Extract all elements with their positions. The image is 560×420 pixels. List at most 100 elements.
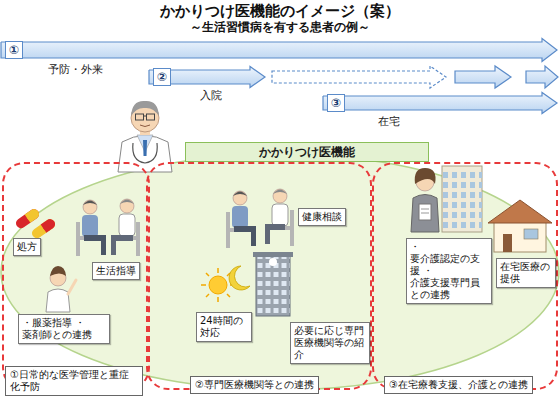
consultation-figures [76, 199, 140, 256]
sun-moon-icon-part-part [227, 294, 230, 297]
sun-moon-icon-part [229, 266, 250, 290]
future-arrows-part [272, 66, 446, 88]
counseling-figures-part [273, 189, 287, 203]
consultation-figures-part [120, 199, 134, 213]
box-text: 必要に応じ専門医療機関等の紹介 [294, 325, 366, 361]
arrow-outline [1, 39, 557, 62]
pills-icon [14, 207, 57, 240]
consultation-figures-part [101, 238, 106, 255]
sun-moon-icon [201, 266, 250, 302]
house-icon-part [494, 222, 546, 252]
arrow-shape [0, 38, 558, 62]
doctor-figure-part [118, 136, 172, 173]
dashed-region: ①日常的な医学管理と重症化予防処方生活指導・服薬指導 ・薬剤師との連携 [2, 162, 150, 390]
sun-moon-icon-part-part [217, 297, 219, 302]
region-label: ①日常的な医学管理と重症化予防 [5, 366, 143, 396]
function-box: 必要に応じ専門医療機関等の紹介 [290, 322, 370, 364]
function-box: 24時間の対応 [196, 312, 252, 342]
diagram-subtitle: ～生活習慣病を有する患者の例～ [0, 20, 560, 35]
arrow-outline [323, 93, 557, 114]
care-manager-figure-part [411, 195, 439, 233]
pills-icon-part-part [41, 217, 57, 233]
care-manager-figure-part [421, 213, 429, 214]
counseling-figures-part [265, 227, 270, 244]
counseling-figures-part [232, 206, 248, 228]
sun-moon-icon-part-part [217, 268, 219, 273]
future-arrows-part [526, 66, 558, 88]
counseling-figures-part [233, 192, 247, 197]
future-arrows-part [455, 66, 511, 88]
counseling-figures [226, 189, 294, 248]
pills-icon-part [14, 207, 41, 230]
care-facility-building [442, 166, 482, 232]
future-arrows [272, 66, 558, 88]
care-manager-figure-part [419, 204, 431, 220]
background-ellipse-part [1, 154, 559, 390]
pharmacist-figure-part [46, 289, 70, 312]
doctor-figure-part [140, 125, 150, 127]
function-box: ・服薬指導 ・薬剤師との連携 [18, 314, 110, 344]
counseling-figures-part [273, 190, 287, 195]
phase-number: ① [5, 41, 23, 59]
house-icon-part [488, 200, 552, 223]
region-label: ③在宅療養支援、介護との連携 [384, 376, 533, 394]
hospital-building-part [256, 256, 290, 316]
function-box: 健康相談 [298, 208, 346, 226]
counseling-figures-part [272, 204, 288, 226]
consultation-figures-part [119, 214, 135, 236]
phase-arrow: ③在宅 [322, 92, 558, 114]
region-label: ②専門医療機関等との連携 [190, 376, 319, 394]
pills-icon-part-part [30, 217, 57, 240]
function-box: ・要介護認定の支援 ・介護支援専門員との連携 [406, 238, 492, 304]
care-manager-figure-part [415, 168, 436, 184]
hospital-building-part [269, 258, 277, 266]
care-manager-figure-part [421, 209, 429, 210]
box-text: 生活指導 [96, 265, 136, 277]
doctor-figure-part [133, 143, 158, 163]
counseling-figures-part [251, 229, 256, 246]
diagram-title: かかりつけ医機能のイメージ（案） [0, 2, 560, 20]
hospital-building-part [253, 252, 293, 257]
phase-number: ② [153, 68, 171, 86]
phase-label: 予防・外来 [48, 63, 103, 76]
consultation-figures-part [83, 200, 97, 214]
pharmacist-figure-part [68, 280, 76, 294]
box-text: 処方 [17, 241, 37, 253]
pharmacist-figure [46, 266, 76, 312]
doctor-figure-part [143, 140, 147, 156]
phase-label: 在宅 [378, 115, 400, 128]
house-icon-part [524, 229, 538, 239]
function-banner: かかりつけ医機能 [185, 142, 429, 162]
arrow-shape [322, 92, 558, 114]
house-icon-part [503, 234, 512, 252]
house-icon [488, 200, 552, 252]
care-manager-figure [411, 168, 439, 232]
doctor-figure-part [144, 116, 147, 117]
doctor-figure-part [136, 114, 144, 120]
hospital-building [253, 252, 293, 316]
phase-arrow: ①予防・外来 [0, 38, 558, 62]
arrow-outline [149, 67, 265, 88]
sun-moon-icon-part-part [206, 273, 209, 276]
background-ellipse [1, 154, 559, 390]
pharmacist-figure-part [50, 266, 66, 276]
sun-moon-icon-part-part [206, 294, 209, 297]
care-facility-building-part [442, 170, 482, 230]
pills-icon-part [30, 217, 57, 240]
pills-icon-part-part [14, 207, 41, 230]
phase-label: 入院 [200, 89, 222, 102]
doctor-figure-part [147, 114, 155, 120]
function-box: 生活指導 [92, 262, 140, 280]
box-text: 在宅医療の提供 [500, 261, 552, 285]
pills-icon-part-part [25, 207, 41, 223]
pills-icon-part-part [41, 222, 51, 233]
consultation-figures-part [82, 215, 98, 237]
consultation-figures-part [111, 238, 116, 255]
consultation-figures-part [120, 200, 134, 205]
sun-moon-icon-part [209, 276, 227, 294]
function-box: 在宅医療の提供 [496, 258, 556, 288]
phase-arrow: ②入院 [148, 66, 266, 88]
dashed-region: ③在宅療養支援、介護との連携・要介護認定の支援 ・介護支援専門員との連携在宅医療… [372, 162, 558, 390]
dashed-region: ②専門医療機関等との連携健康相談24時間の対応必要に応じ専門医療機関等の紹介 [146, 162, 372, 390]
